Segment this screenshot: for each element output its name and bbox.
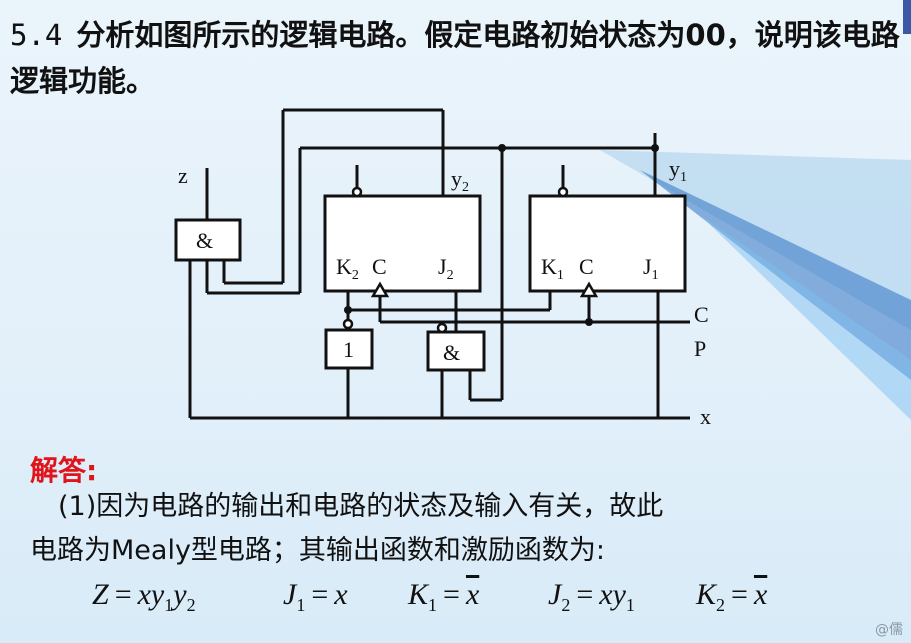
label-cp-p: P (694, 336, 706, 361)
answer-heading: 解答: (30, 454, 98, 487)
label-c2: C (372, 254, 387, 279)
watermark: @儒 (875, 622, 903, 638)
equation-j2: J2=xy1 (548, 578, 635, 615)
label-k2: K2 (336, 254, 359, 283)
label-cp-c: C (694, 302, 709, 327)
junction-dots (344, 144, 659, 326)
label-j2: J2 (438, 254, 454, 283)
and-gate-j2 (426, 330, 486, 372)
and-gate2-label: & (443, 340, 460, 365)
inversion-bubbles (342, 186, 569, 334)
label-z: z (178, 163, 188, 188)
label-k1: K1 (541, 254, 564, 283)
clock-triangles (370, 281, 599, 298)
label-c1: C (579, 254, 594, 279)
problem-text: 分析如图所示的逻辑电路。假定电路初始状态为00，说明该电路逻辑功能。 (10, 18, 900, 98)
answer-line-2: 电路为Mealy型电路；其输出函数和激励函数为: (30, 535, 606, 566)
jk-flipflop-2 (323, 194, 482, 293)
circuit-wires (174, 108, 690, 420)
label-y2: y2 (451, 166, 469, 195)
label-y1: y1 (669, 156, 687, 185)
equation-j1: J1=x (283, 578, 348, 615)
equation-k2: K2=x (696, 578, 768, 615)
jk-flipflop-1 (528, 194, 687, 293)
problem-number: 5.4 (10, 18, 63, 52)
equation-z: Z=xy1y2 (92, 578, 196, 615)
not-gate-label: 1 (343, 337, 354, 362)
label-x: x (700, 404, 711, 429)
corner-accent (903, 0, 911, 34)
not-gate (324, 328, 374, 370)
and-gate-label: & (196, 228, 213, 253)
label-j1: J1 (643, 254, 659, 283)
and-gate-z (174, 218, 242, 262)
answer-line-1: (1)因为电路的输出和电路的状态及输入有关，故此 (58, 491, 664, 522)
equation-k1: K1=x (408, 578, 480, 615)
